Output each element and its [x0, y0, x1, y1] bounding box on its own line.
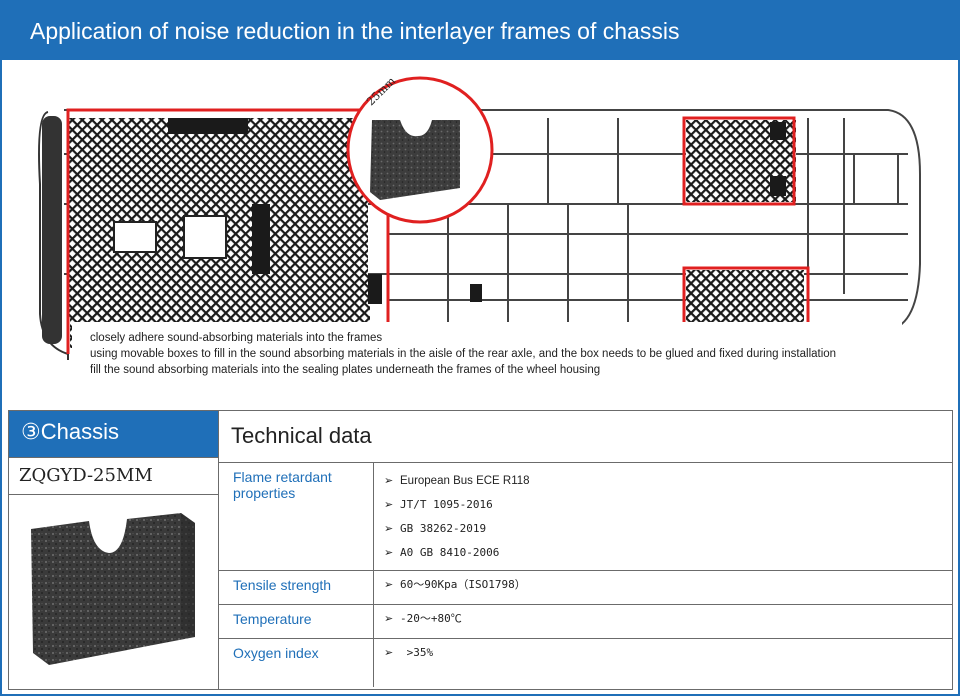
row-label: Tensile strength — [219, 571, 374, 604]
row-value: A0 GB 8410-2006 — [384, 541, 952, 565]
chassis-panel: ③Chassis ZQGYD-25MM — [8, 410, 219, 690]
bullet-item: fill the sound absorbing materials into … — [90, 362, 900, 378]
chassis-title: ③Chassis — [9, 411, 218, 457]
bus-nose — [42, 116, 62, 344]
slide-title: Application of noise reduction in the in… — [2, 2, 958, 60]
model-number: ZQGYD-25MM — [9, 457, 218, 495]
table-row: Flame retardant properties European Bus … — [219, 463, 952, 571]
row-value: 60～90Kpa（ISO1798） — [384, 573, 952, 597]
bullet-list: closely adhere sound-absorbing materials… — [72, 322, 902, 386]
highlight-boxes — [66, 108, 810, 354]
row-label: Flame retardant properties — [219, 463, 374, 570]
row-value: -20～+80℃ — [384, 607, 952, 631]
table-row: Tensile strength 60～90Kpa（ISO1798） — [219, 571, 952, 605]
row-label: Oxygen index — [219, 639, 374, 687]
row-value: >35% — [384, 641, 952, 665]
bullet-item: closely adhere sound-absorbing materials… — [90, 330, 900, 346]
sound-absorbing-fill — [68, 118, 804, 348]
row-value: JT/T 1095-2016 — [384, 493, 952, 517]
row-value: European Bus ECE R118 — [384, 469, 952, 493]
technical-title: Technical data — [219, 411, 952, 463]
row-label: Temperature — [219, 605, 374, 638]
technical-panel: Technical data Flame retardant propertie… — [218, 410, 953, 690]
foam-sample-zoom — [370, 120, 460, 200]
row-value: GB 38262-2019 — [384, 517, 952, 541]
bullet-item: using movable boxes to fill in the sound… — [90, 346, 900, 362]
table-row: Temperature -20～+80℃ — [219, 605, 952, 639]
product-image — [31, 513, 195, 665]
chassis-diagram: 25mm — [38, 74, 921, 360]
table-row: Oxygen index >35% — [219, 639, 952, 687]
bus-outline — [38, 111, 69, 360]
